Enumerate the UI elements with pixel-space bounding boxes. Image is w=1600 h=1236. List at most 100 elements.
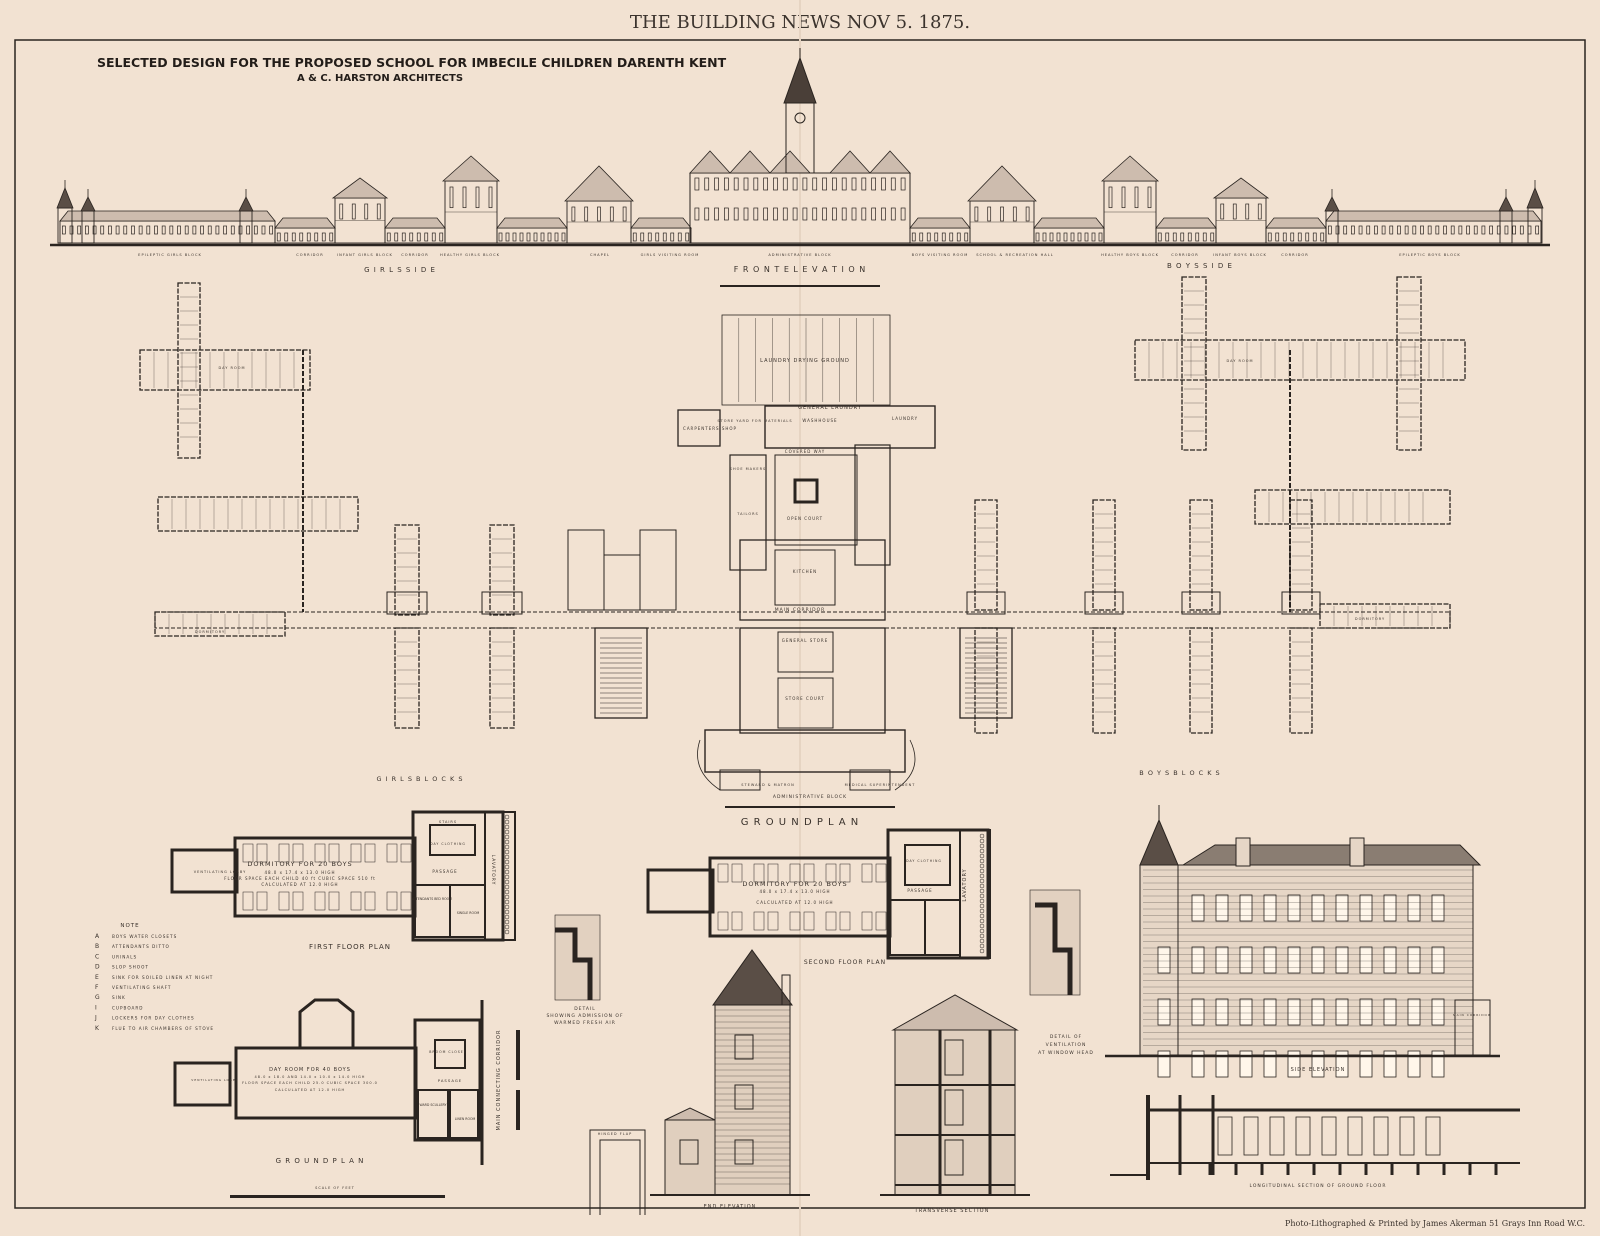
window bbox=[1481, 225, 1486, 235]
bed bbox=[328, 891, 340, 911]
roof bbox=[1212, 177, 1270, 199]
note-key: D bbox=[95, 964, 101, 971]
window bbox=[519, 232, 524, 242]
main-corridor-label: MAIN CORRIDOR bbox=[775, 607, 825, 613]
roof bbox=[1100, 155, 1160, 182]
side-window bbox=[1407, 998, 1421, 1026]
boys-block-1-upper bbox=[974, 499, 998, 611]
corner-tower-roof bbox=[1139, 818, 1179, 866]
window bbox=[1374, 225, 1378, 235]
basin bbox=[504, 844, 510, 850]
window bbox=[956, 232, 961, 242]
spire bbox=[80, 196, 96, 212]
admin-window bbox=[881, 177, 886, 191]
architects: A & C. HARSTON ARCHITECTS bbox=[297, 73, 463, 84]
admin-window bbox=[822, 207, 827, 221]
window bbox=[1232, 203, 1237, 220]
window bbox=[200, 225, 204, 235]
window bbox=[554, 232, 559, 242]
admin-window bbox=[881, 207, 886, 221]
wall-section bbox=[555, 927, 593, 1000]
lavatory bbox=[959, 829, 991, 959]
end-elevation-label: END ELEVATION bbox=[704, 1204, 757, 1210]
roof bbox=[967, 165, 1037, 202]
ground-plan-label: G R O U N D P L A N bbox=[741, 817, 860, 828]
note-text: ATTENDANTS DITTO bbox=[112, 944, 170, 949]
window bbox=[934, 232, 939, 242]
side-window bbox=[1215, 1050, 1229, 1078]
window bbox=[1397, 225, 1401, 235]
gable bbox=[829, 150, 871, 174]
ffp-dims: 48.0 x 17.4 x 13.0 HIGH bbox=[264, 870, 335, 875]
basin bbox=[504, 864, 510, 870]
bed bbox=[731, 863, 743, 883]
window bbox=[1366, 225, 1371, 235]
boys-block-2-day-room bbox=[1084, 591, 1124, 615]
girls-block-1-lower bbox=[394, 627, 420, 729]
side-elevation-label: SIDE ELEVATION bbox=[1291, 1067, 1346, 1073]
corridor bbox=[274, 227, 336, 244]
front-elevation bbox=[56, 48, 1544, 244]
admin-window bbox=[802, 207, 808, 221]
girls-block-2-lower bbox=[489, 627, 515, 729]
side-window bbox=[1335, 894, 1349, 922]
door bbox=[944, 1089, 964, 1126]
site-ground-plan bbox=[139, 276, 1466, 791]
basin bbox=[979, 883, 985, 889]
boys-block-4-lower bbox=[1289, 627, 1313, 734]
basin bbox=[504, 904, 510, 910]
boys-side-label: B O Y S S I D E bbox=[1167, 262, 1233, 270]
section-window bbox=[1399, 1116, 1415, 1156]
window bbox=[1056, 232, 1061, 242]
window bbox=[1267, 232, 1272, 242]
chimney bbox=[781, 974, 791, 1006]
note-text: FLUE TO AIR CHAMBERS OF STOVE bbox=[112, 1026, 214, 1031]
note-text: CUPBOARD bbox=[112, 1005, 144, 1010]
medical-label: MEDICAL SUPERINTENDENT bbox=[845, 783, 916, 787]
section-window bbox=[1269, 1116, 1285, 1156]
window bbox=[1358, 225, 1363, 235]
boys-dining-hall bbox=[639, 529, 677, 611]
roof bbox=[496, 217, 568, 229]
gable bbox=[729, 150, 771, 174]
window bbox=[498, 232, 503, 242]
girls-blocks-label: G I R L S B L O C K S bbox=[376, 775, 463, 783]
side-window bbox=[1263, 1050, 1277, 1078]
window bbox=[475, 186, 480, 209]
roof bbox=[1265, 217, 1327, 229]
window bbox=[1504, 225, 1509, 235]
carpenters-shop-label: CARPENTERS SHOP bbox=[683, 426, 737, 431]
boys-dormitory-label: DORMITORY bbox=[1355, 617, 1385, 621]
note-text: BOYS WATER CLOSETS bbox=[112, 934, 177, 939]
basin bbox=[504, 819, 510, 825]
warmed-air-line-1: DETAIL bbox=[574, 1006, 596, 1012]
bed bbox=[400, 891, 412, 911]
clock-face bbox=[794, 112, 806, 124]
admin-window bbox=[733, 177, 739, 191]
girls-dormitory-wing bbox=[154, 611, 286, 637]
window bbox=[230, 225, 235, 235]
boys-day-room-label: DAY ROOM bbox=[1227, 359, 1254, 363]
corridor bbox=[1155, 227, 1217, 244]
window bbox=[329, 232, 334, 242]
side-window bbox=[1359, 998, 1373, 1026]
broom-closet bbox=[434, 1039, 466, 1069]
drying-ground bbox=[721, 314, 891, 406]
epileptic-girls-dormitory bbox=[177, 282, 201, 459]
window bbox=[679, 1139, 699, 1165]
lower-wing bbox=[664, 1119, 716, 1196]
window bbox=[647, 232, 652, 242]
door bbox=[944, 1039, 964, 1076]
window bbox=[987, 206, 992, 222]
medical-bay bbox=[849, 769, 891, 791]
bed bbox=[861, 863, 873, 883]
note-heading: NOTE bbox=[120, 923, 139, 929]
window bbox=[1512, 225, 1516, 235]
window bbox=[85, 225, 89, 235]
basin bbox=[504, 919, 510, 925]
admin-window bbox=[714, 177, 719, 191]
window bbox=[926, 232, 931, 242]
window bbox=[1519, 225, 1524, 235]
window bbox=[376, 203, 381, 220]
